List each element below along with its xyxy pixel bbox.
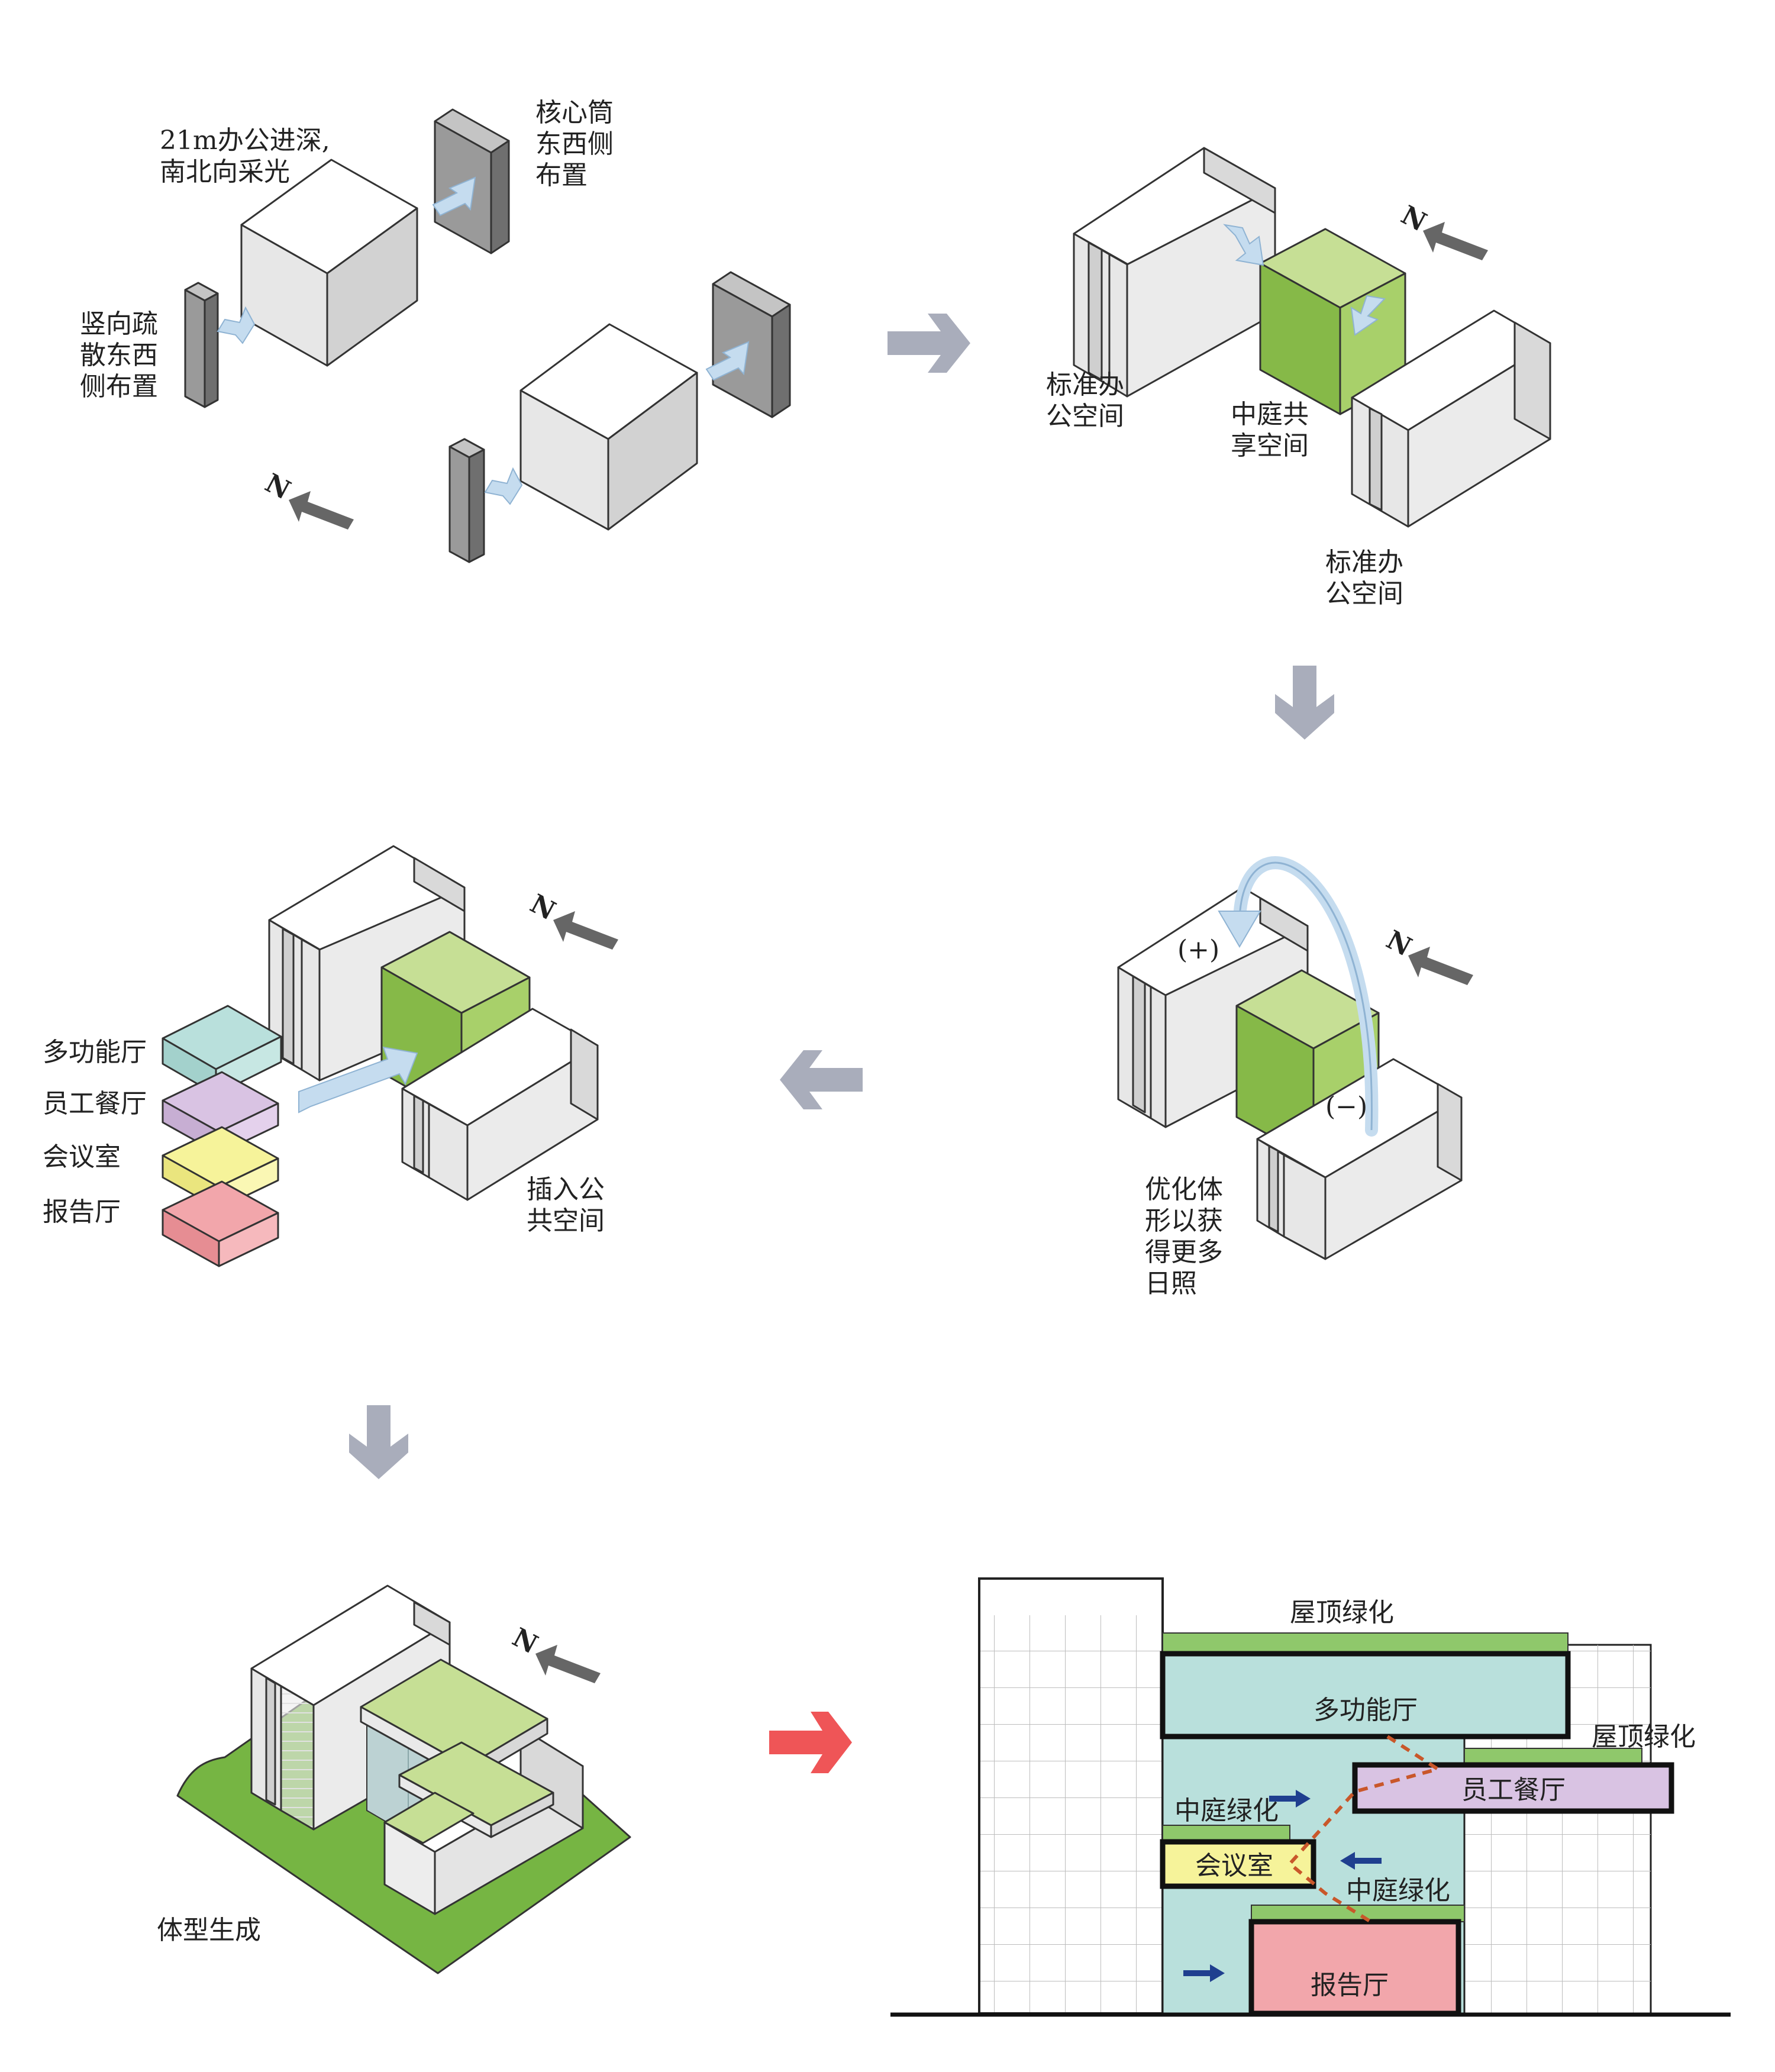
air-arrow-2 <box>1340 1852 1382 1870</box>
label-office-a-line2: 公空间 <box>1046 401 1124 431</box>
flow-arrow-atrium-left <box>1223 224 1264 266</box>
curved-arrow-head <box>1218 911 1261 948</box>
section-multi-hall <box>1160 1651 1571 1739</box>
flow-arrow-core-b <box>705 341 750 381</box>
label-program-staff-dining: 员工餐厅 <box>43 1089 147 1119</box>
panel-4-public-insert: N 多功能厅 员工餐厅 会议室 报告厅 插入公 共空间 <box>43 845 618 1267</box>
office-mass-2a <box>1073 147 1276 398</box>
label-atrium-line1: 中庭共 <box>1231 399 1309 430</box>
sec-label-staff-dining: 员工餐厅 <box>1461 1775 1566 1805</box>
north-arrow-2: N <box>1396 200 1488 260</box>
step-arrow-down-1 <box>1275 666 1334 740</box>
roof-green-strip-top <box>1162 1632 1569 1654</box>
section-staff-dining <box>1352 1762 1674 1814</box>
slab-lecture-hall <box>162 1180 279 1267</box>
sec-label-lecture-hall: 报告厅 <box>1311 1970 1389 2000</box>
label-program-lecture-hall: 报告厅 <box>43 1197 121 1227</box>
air-arrow-3 <box>1183 1964 1225 1982</box>
label-depth-line1: 21m办公进深, <box>160 125 330 156</box>
stair-a <box>184 282 219 408</box>
section-lecture-hall <box>1248 1919 1461 2016</box>
label-office-a-line1: 标准办 <box>1046 370 1124 400</box>
panel-6-section: 屋顶绿化 屋顶绿化 多功能厅 员工餐厅 中庭绿化 会议室 中庭绿化 报告厅 <box>890 1577 1731 2017</box>
stair-b <box>448 438 485 563</box>
north-arrow-3: N <box>1382 925 1473 985</box>
north-arrow-4: N <box>525 889 618 950</box>
minus-sign: (−) <box>1325 1092 1367 1122</box>
sec-label-meeting-room: 会议室 <box>1195 1851 1273 1881</box>
office-mass-2b <box>1351 309 1551 528</box>
label-insert-line2: 共空间 <box>527 1206 605 1236</box>
step-arrow-right-1 <box>888 314 970 373</box>
north-arrow-1: N <box>260 468 354 530</box>
label-stair-line2: 散东西 <box>80 340 158 370</box>
office-mass-4b <box>401 1008 599 1201</box>
section-meeting-room <box>1160 1839 1316 1889</box>
label-optimize-line2: 形以获 <box>1145 1206 1223 1236</box>
sec-label-atrium-green-b: 中庭绿化 <box>1346 1876 1450 1906</box>
label-atrium-line2: 享空间 <box>1231 431 1309 461</box>
flow-arrow-stair-b <box>484 467 523 505</box>
office-mass-3b <box>1256 1058 1463 1260</box>
office-mass-a <box>240 159 418 367</box>
label-office-b-line2: 公空间 <box>1325 579 1403 609</box>
label-program-meeting-room: 会议室 <box>43 1142 121 1172</box>
sec-label-atrium-green-a: 中庭绿化 <box>1174 1796 1279 1826</box>
label-program-multi-hall: 多功能厅 <box>43 1037 147 1067</box>
atrium-green-strip-a <box>1162 1825 1290 1842</box>
plus-sign: (+) <box>1177 935 1219 965</box>
insert-arrow <box>298 1046 418 1114</box>
label-depth-line2: 南北向采光 <box>160 157 290 187</box>
flow-arrow-stair-a <box>217 306 256 344</box>
label-optimize-line1: 优化体 <box>1145 1174 1223 1205</box>
flow-arrow-core-a <box>432 176 476 217</box>
label-office-b-line1: 标准办 <box>1325 547 1403 577</box>
circulation-dashed-line <box>1287 1735 1442 1925</box>
green-roof-slab-low <box>383 1792 475 1844</box>
label-stair-line1: 竖向疏 <box>80 309 158 339</box>
panel-5-massing: N 体型生成 <box>157 1584 631 1974</box>
core-tube-b <box>712 271 791 418</box>
step-arrow-left-1 <box>780 1050 863 1109</box>
label-core-line1: 核心筒 <box>535 98 614 128</box>
red-step-arrow <box>769 1712 852 1773</box>
sec-label-roof-green-top: 屋顶绿化 <box>1290 1597 1394 1628</box>
sec-label-multi-hall: 多功能厅 <box>1314 1695 1418 1725</box>
label-core-line2: 东西侧 <box>535 129 614 159</box>
roof-green-strip-right <box>1464 1748 1642 1766</box>
label-insert-line1: 插入公 <box>527 1174 605 1205</box>
label-massing: 体型生成 <box>157 1915 261 1945</box>
label-optimize-line4: 日照 <box>1145 1269 1197 1299</box>
office-mass-b <box>519 323 698 531</box>
air-arrow-1 <box>1269 1790 1311 1808</box>
step-arrow-down-2 <box>349 1405 408 1479</box>
panel-3-optimize: (+) (−) N 优化体 形以获 得更多 日照 <box>1117 856 1473 1299</box>
label-core-line3: 布置 <box>535 160 588 191</box>
sec-label-roof-green-right: 屋顶绿化 <box>1592 1722 1696 1752</box>
flow-arrow-atrium-right <box>1350 295 1386 336</box>
label-optimize-line3: 得更多 <box>1145 1237 1223 1267</box>
north-arrow-5: N <box>508 1622 601 1683</box>
label-stair-line3: 侧布置 <box>80 372 158 402</box>
panel-2-atrium: N 标准办 公空间 中庭共 享空间 标准办 公空间 <box>1046 147 1551 609</box>
panel-1-initial-masses: N 21m办公进深, 南北向采光 核心筒 东西侧 布置 竖向疏 散东西 侧布置 <box>80 98 791 563</box>
